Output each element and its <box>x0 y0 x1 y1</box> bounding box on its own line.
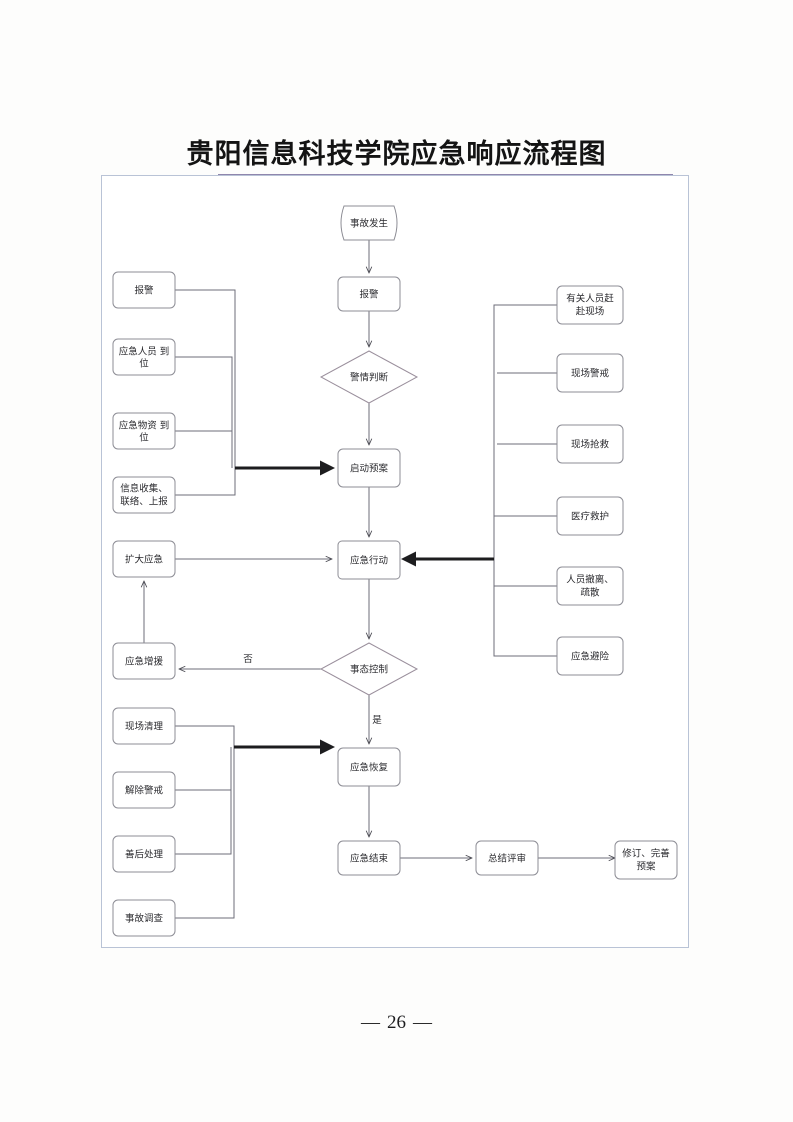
node-situation-controlled[interactable]: 事态控制 <box>319 642 419 696</box>
node-recovery[interactable]: 应急恢复 <box>337 747 401 787</box>
node-label: 现场警戒 <box>571 368 610 380</box>
node-site-guard[interactable]: 现场警戒 <box>556 353 624 393</box>
node-site-rescue[interactable]: 现场抢救 <box>556 424 624 464</box>
bus-staff-ready <box>175 356 233 468</box>
node-shelter[interactable]: 应急避险 <box>556 636 624 676</box>
page-number: 26 <box>387 1012 406 1033</box>
node-evacuate[interactable]: 人员撤离、 疏散 <box>556 566 624 606</box>
node-label-line2: 赴现场 <box>576 306 605 318</box>
bus-rush-site <box>493 304 557 559</box>
node-label: 启动预案 <box>350 463 389 475</box>
bus-aftermath <box>175 747 232 855</box>
node-reinforce[interactable]: 应急增援 <box>112 642 176 680</box>
bus-supply-ready <box>175 430 233 468</box>
node-label: 应急人员 到 <box>119 346 170 358</box>
node-info-report[interactable]: 信息收集、 联络、上报 <box>112 476 176 514</box>
node-label: 总结评审 <box>488 853 526 865</box>
node-label: 应急恢复 <box>350 762 389 774</box>
page-footer: — 26 — <box>0 1012 793 1034</box>
node-expand-emergency[interactable]: 扩大应急 <box>112 540 176 578</box>
node-accident[interactable]: 事故发生 <box>340 205 398 241</box>
node-label-line2: 预案 <box>636 861 656 873</box>
node-label: 事故调查 <box>125 913 164 925</box>
node-label: 扩大应急 <box>125 554 164 566</box>
page-title: 贵阳信息科技学院应急响应流程图 <box>186 139 607 169</box>
node-review[interactable]: 总结评审 <box>475 840 539 876</box>
node-label: 报警 <box>359 289 379 301</box>
node-staff-ready[interactable]: 应急人员 到 位 <box>112 338 176 376</box>
bus-site-clean <box>175 725 235 747</box>
node-label: 解除警戒 <box>125 785 164 797</box>
bus-alarm-left <box>175 289 236 468</box>
node-revise-plan[interactable]: 修订、完善 预案 <box>614 840 678 880</box>
node-label-line2: 位 <box>139 358 149 370</box>
node-label: 现场抢救 <box>571 439 610 451</box>
node-label: 应急结束 <box>350 853 389 865</box>
node-alarm-left[interactable]: 报警 <box>112 271 176 309</box>
node-label: 事态控制 <box>350 664 388 676</box>
node-label: 警情判断 <box>350 372 389 384</box>
node-label: 医疗救护 <box>571 511 609 523</box>
left-bottom-bus <box>175 725 335 919</box>
center-connectors <box>369 240 615 858</box>
emergency-response-flowchart: 事故发生 报警 警情判断 启动预案 应急行动 事态控制 应急恢复 <box>112 205 678 937</box>
node-site-clean[interactable]: 现场清理 <box>112 707 176 745</box>
edge-label-yes: 是 <box>372 715 382 726</box>
node-label: 信息收集、 <box>120 483 168 495</box>
node-label: 应急避险 <box>571 651 610 663</box>
node-label: 应急行动 <box>350 555 388 567</box>
node-rush-site[interactable]: 有关人员赶 赴现场 <box>556 285 624 325</box>
node-label: 应急物资 到 <box>119 420 170 432</box>
node-emergency-end[interactable]: 应急结束 <box>337 840 401 876</box>
node-medical[interactable]: 医疗救护 <box>556 496 624 536</box>
node-aftermath[interactable]: 善后处理 <box>112 835 176 873</box>
expand-emergency-connectors <box>144 559 332 669</box>
bus-investigate <box>175 747 235 919</box>
node-label: 现场清理 <box>125 721 164 733</box>
node-judge[interactable]: 警情判断 <box>319 350 419 404</box>
node-label-line2: 联络、上报 <box>120 496 168 508</box>
node-label: 应急增援 <box>125 656 164 668</box>
node-activate-plan[interactable]: 启动预案 <box>337 448 401 488</box>
bus-shelter <box>493 559 557 657</box>
right-bus <box>401 304 557 657</box>
node-label-line2: 疏散 <box>580 587 600 599</box>
node-lift-guard[interactable]: 解除警戒 <box>112 771 176 809</box>
edge-label-no: 否 <box>243 654 253 665</box>
left-top-bus <box>175 289 335 496</box>
node-label: 人员撤离、 <box>566 574 614 586</box>
node-label: 事故发生 <box>350 218 389 230</box>
bus-info-report <box>175 468 236 496</box>
node-label: 善后处理 <box>125 849 164 861</box>
node-label: 修订、完善 <box>622 848 670 860</box>
node-label: 有关人员赶 <box>566 293 614 305</box>
node-label: 报警 <box>134 285 154 297</box>
node-investigate[interactable]: 事故调查 <box>112 899 176 937</box>
footer-dash-right: — <box>413 1012 432 1033</box>
node-alarm-center[interactable]: 报警 <box>337 276 401 312</box>
node-emergency-action[interactable]: 应急行动 <box>337 540 401 580</box>
footer-dash-left: — <box>361 1012 380 1033</box>
node-label-line2: 位 <box>139 432 149 444</box>
bus-lift-guard <box>175 747 232 791</box>
node-supply-ready[interactable]: 应急物资 到 位 <box>112 412 176 450</box>
